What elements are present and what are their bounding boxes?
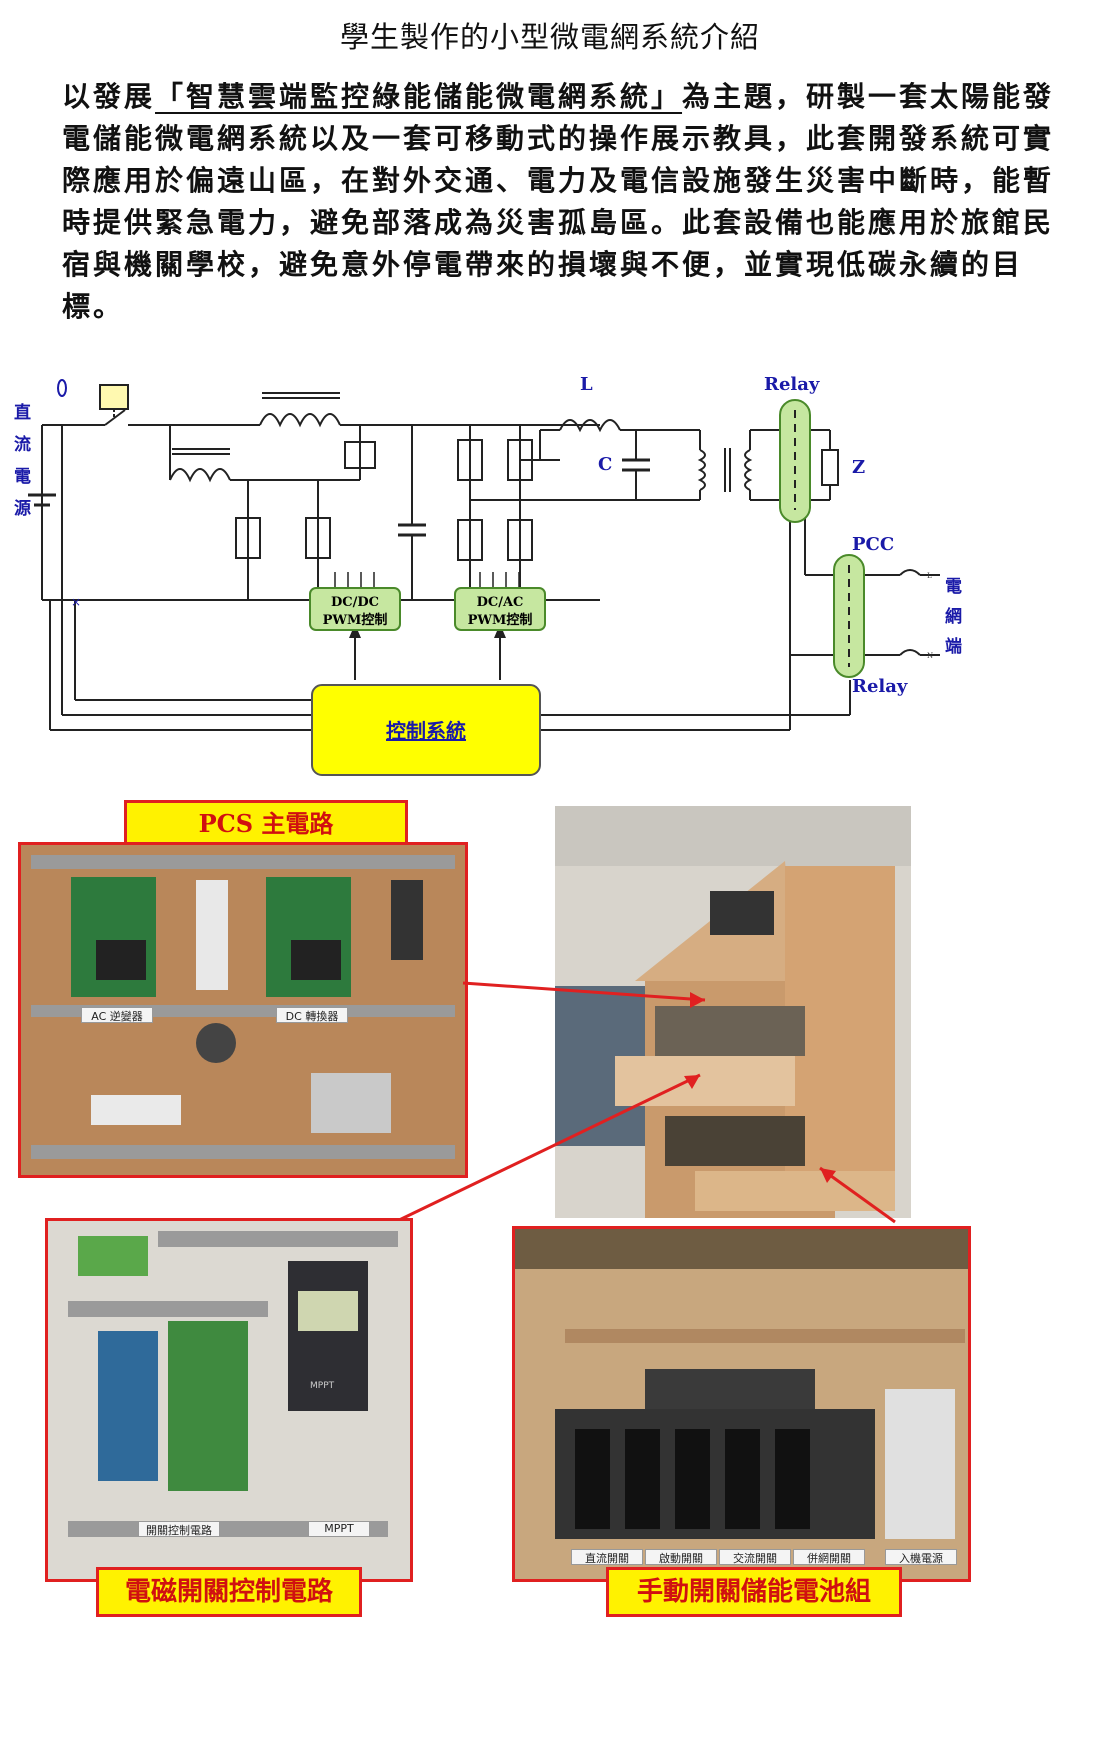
pcs-label: PCS 主電路 bbox=[124, 800, 408, 848]
dc-source-char-2: 流 bbox=[14, 434, 31, 455]
grid-char-2: 網 bbox=[945, 606, 962, 627]
dcac-pwm-label: PWM控制 bbox=[468, 612, 533, 628]
dc-source-char-4: 源 bbox=[14, 498, 31, 519]
pcs-tag-dc: DC 轉換器 bbox=[276, 1007, 348, 1023]
terminal-l: L bbox=[927, 572, 932, 580]
capacitor-label: C bbox=[598, 454, 612, 475]
control-system-label: 控制系統 bbox=[386, 719, 466, 743]
relay-top-label: Relay bbox=[764, 374, 820, 395]
battery-label: 手動開關儲能電池組 bbox=[606, 1567, 902, 1617]
grid-char-1: 電 bbox=[945, 577, 962, 597]
intro-paragraph: 以發展「智慧雲端監控綠能儲能微電網系統」為主題，研製一套太陽能發電儲能微電網系統… bbox=[62, 76, 1072, 328]
mppt-brand-text: MPPT bbox=[310, 1381, 335, 1391]
pcs-tag-ac: AC 逆變器 bbox=[81, 1007, 153, 1023]
battery-tag-4: 入機電源 bbox=[885, 1549, 957, 1565]
dcdc-label: DC/DC bbox=[331, 595, 379, 610]
dc-source-char-1: 直 bbox=[14, 402, 31, 423]
battery-tag-2: 交流開關 bbox=[719, 1549, 791, 1565]
current-sensor-mark: × bbox=[71, 595, 81, 609]
magnetic-tag-control: 開關控制電路 bbox=[138, 1521, 220, 1537]
battery-tag-1: 啟動開關 bbox=[645, 1549, 717, 1565]
dc-source-char-3: 電 bbox=[14, 467, 31, 487]
dcdc-pwm-label: PWM控制 bbox=[323, 612, 388, 628]
magnetic-switch-label: 電磁開關控制電路 bbox=[96, 1567, 362, 1617]
load-label: Z bbox=[852, 457, 865, 478]
battery-tag-3: 併網開關 bbox=[793, 1549, 865, 1565]
relay-bottom-label: Relay bbox=[852, 676, 908, 697]
inductor-label: L bbox=[580, 374, 593, 395]
microgrid-circuit-diagram: DC/DC PWM控制 DC/AC PWM控制 控制系統 直 流 電 源 L C… bbox=[14, 374, 962, 776]
cabinet-photo bbox=[555, 806, 911, 1218]
intro-theme: 「智慧雲端監控綠能儲能微電網系統」 bbox=[155, 80, 683, 113]
pcs-main-circuit-photo: AC 逆變器 DC 轉換器 bbox=[18, 842, 468, 1178]
battery-tag-0: 直流開關 bbox=[571, 1549, 643, 1565]
terminal-n: N bbox=[927, 652, 933, 660]
magnetic-tag-mppt: MPPT bbox=[308, 1521, 370, 1537]
pcc-label: PCC bbox=[852, 534, 894, 555]
page-title: 學生製作的小型微電網系統介紹 bbox=[339, 20, 760, 54]
intro-prefix: 以發展 bbox=[62, 80, 156, 113]
magnetic-switch-photo: 開關控制電路 MPPT MPPT bbox=[45, 1218, 413, 1582]
dcac-label: DC/AC bbox=[477, 595, 524, 610]
intro-rest: 為主題，研製一套太陽能發電儲能微電網系統以及一套可移動式的操作展示教具，此套開發… bbox=[62, 80, 1055, 323]
grid-char-3: 端 bbox=[945, 636, 962, 657]
battery-manual-switch-photo: 直流開關 啟動開關 交流開關 併網開關 入機電源 bbox=[512, 1226, 971, 1582]
